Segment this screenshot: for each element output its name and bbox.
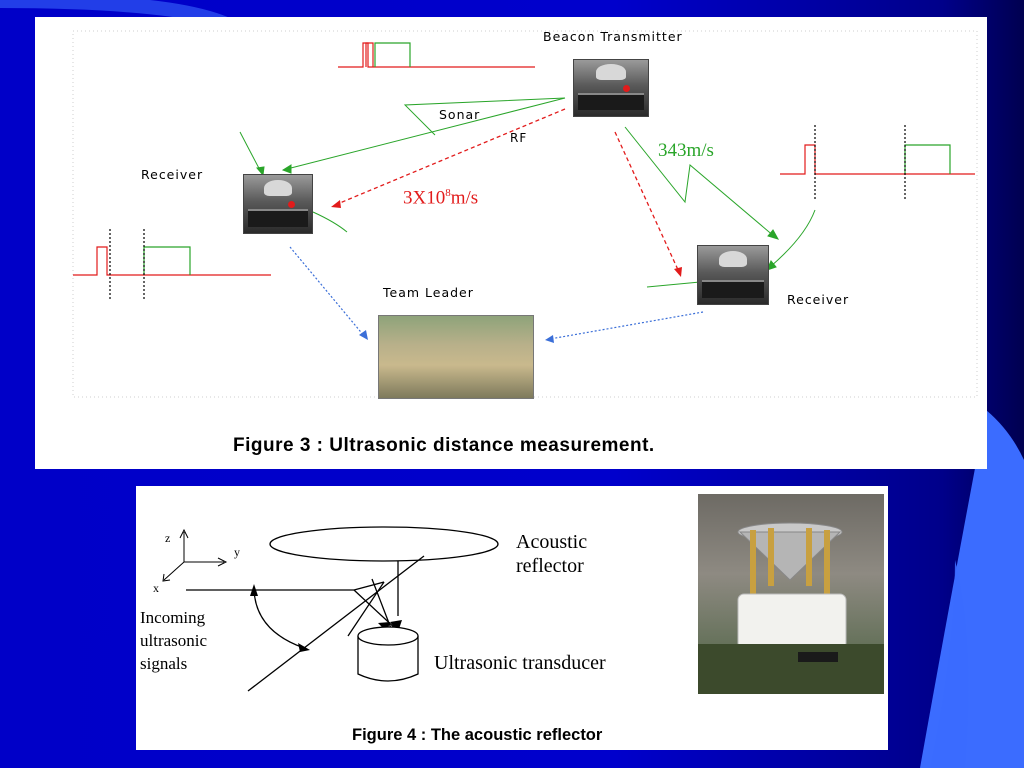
speed-of-light-unit: m/s bbox=[450, 187, 479, 209]
axis-z-label: z bbox=[165, 531, 171, 545]
figure-4-panel: z y x Acoustic reflector Incoming ultras… bbox=[136, 486, 888, 750]
relay-to-team-leader bbox=[289, 246, 704, 340]
axis-x-label: x bbox=[153, 581, 159, 595]
acoustic-reflector-line-1: Acoustic bbox=[516, 531, 588, 553]
incoming-signals-label: Incoming ultrasonic signals bbox=[140, 606, 207, 675]
rf-signal-right bbox=[614, 131, 682, 277]
sonar-label: Sonar bbox=[439, 107, 481, 122]
beacon-transmitter-label: Beacon Transmitter bbox=[543, 29, 683, 44]
incoming-line-2: ultrasonic bbox=[140, 631, 208, 650]
axes-icon bbox=[162, 528, 228, 582]
right-receiver-label: Receiver bbox=[787, 292, 850, 307]
figure-3-panel: Beacon Transmitter Sonar RF Receiver Rec… bbox=[35, 17, 987, 469]
rf-signal-left bbox=[331, 108, 566, 208]
incoming-line-3: signals bbox=[140, 654, 188, 673]
acoustic-reflector-label: Acoustic reflector bbox=[516, 530, 587, 578]
sonar-signal-right bbox=[624, 126, 816, 288]
axis-y-label: y bbox=[234, 545, 240, 559]
ultrasonic-transducer-label: Ultrasonic transducer bbox=[434, 652, 606, 674]
right-receiver-robot-image bbox=[697, 245, 769, 305]
figure-4-caption: Figure 4 : The acoustic reflector bbox=[352, 726, 603, 744]
acoustic-reflector-line-2: reflector bbox=[516, 555, 584, 577]
figure-3-diagram bbox=[72, 30, 978, 398]
acoustic-reflector-shape bbox=[269, 526, 499, 562]
left-receiver-waveform bbox=[73, 229, 271, 299]
speed-of-light-mantissa: 3X10 bbox=[403, 187, 446, 209]
beacon-robot-image bbox=[573, 59, 649, 117]
figure-3-caption: Figure 3 : Ultrasonic distance measureme… bbox=[233, 435, 655, 456]
figure-4-diagram bbox=[162, 526, 499, 692]
team-leader-label: Team Leader bbox=[383, 285, 474, 300]
left-receiver-robot-image bbox=[243, 174, 313, 234]
incoming-line-1: Incoming bbox=[140, 608, 206, 627]
rf-label: RF bbox=[510, 131, 528, 145]
team-leader-tank-image bbox=[378, 315, 534, 399]
right-receiver-waveform bbox=[780, 125, 975, 199]
speed-of-sound-label: 343m/s bbox=[658, 140, 714, 161]
ultrasonic-transducer-shape bbox=[357, 626, 419, 682]
acoustic-reflector-photo bbox=[698, 494, 884, 694]
angle-arc bbox=[253, 589, 305, 649]
sonar-signal-left bbox=[239, 97, 566, 233]
incoming-signal-lines bbox=[186, 555, 425, 692]
speed-of-light-exponent: 8 bbox=[445, 187, 451, 199]
top-pulse-waveform bbox=[338, 42, 535, 68]
speed-of-light-label: 3X108m/s bbox=[403, 187, 478, 209]
left-receiver-label: Receiver bbox=[141, 167, 204, 182]
